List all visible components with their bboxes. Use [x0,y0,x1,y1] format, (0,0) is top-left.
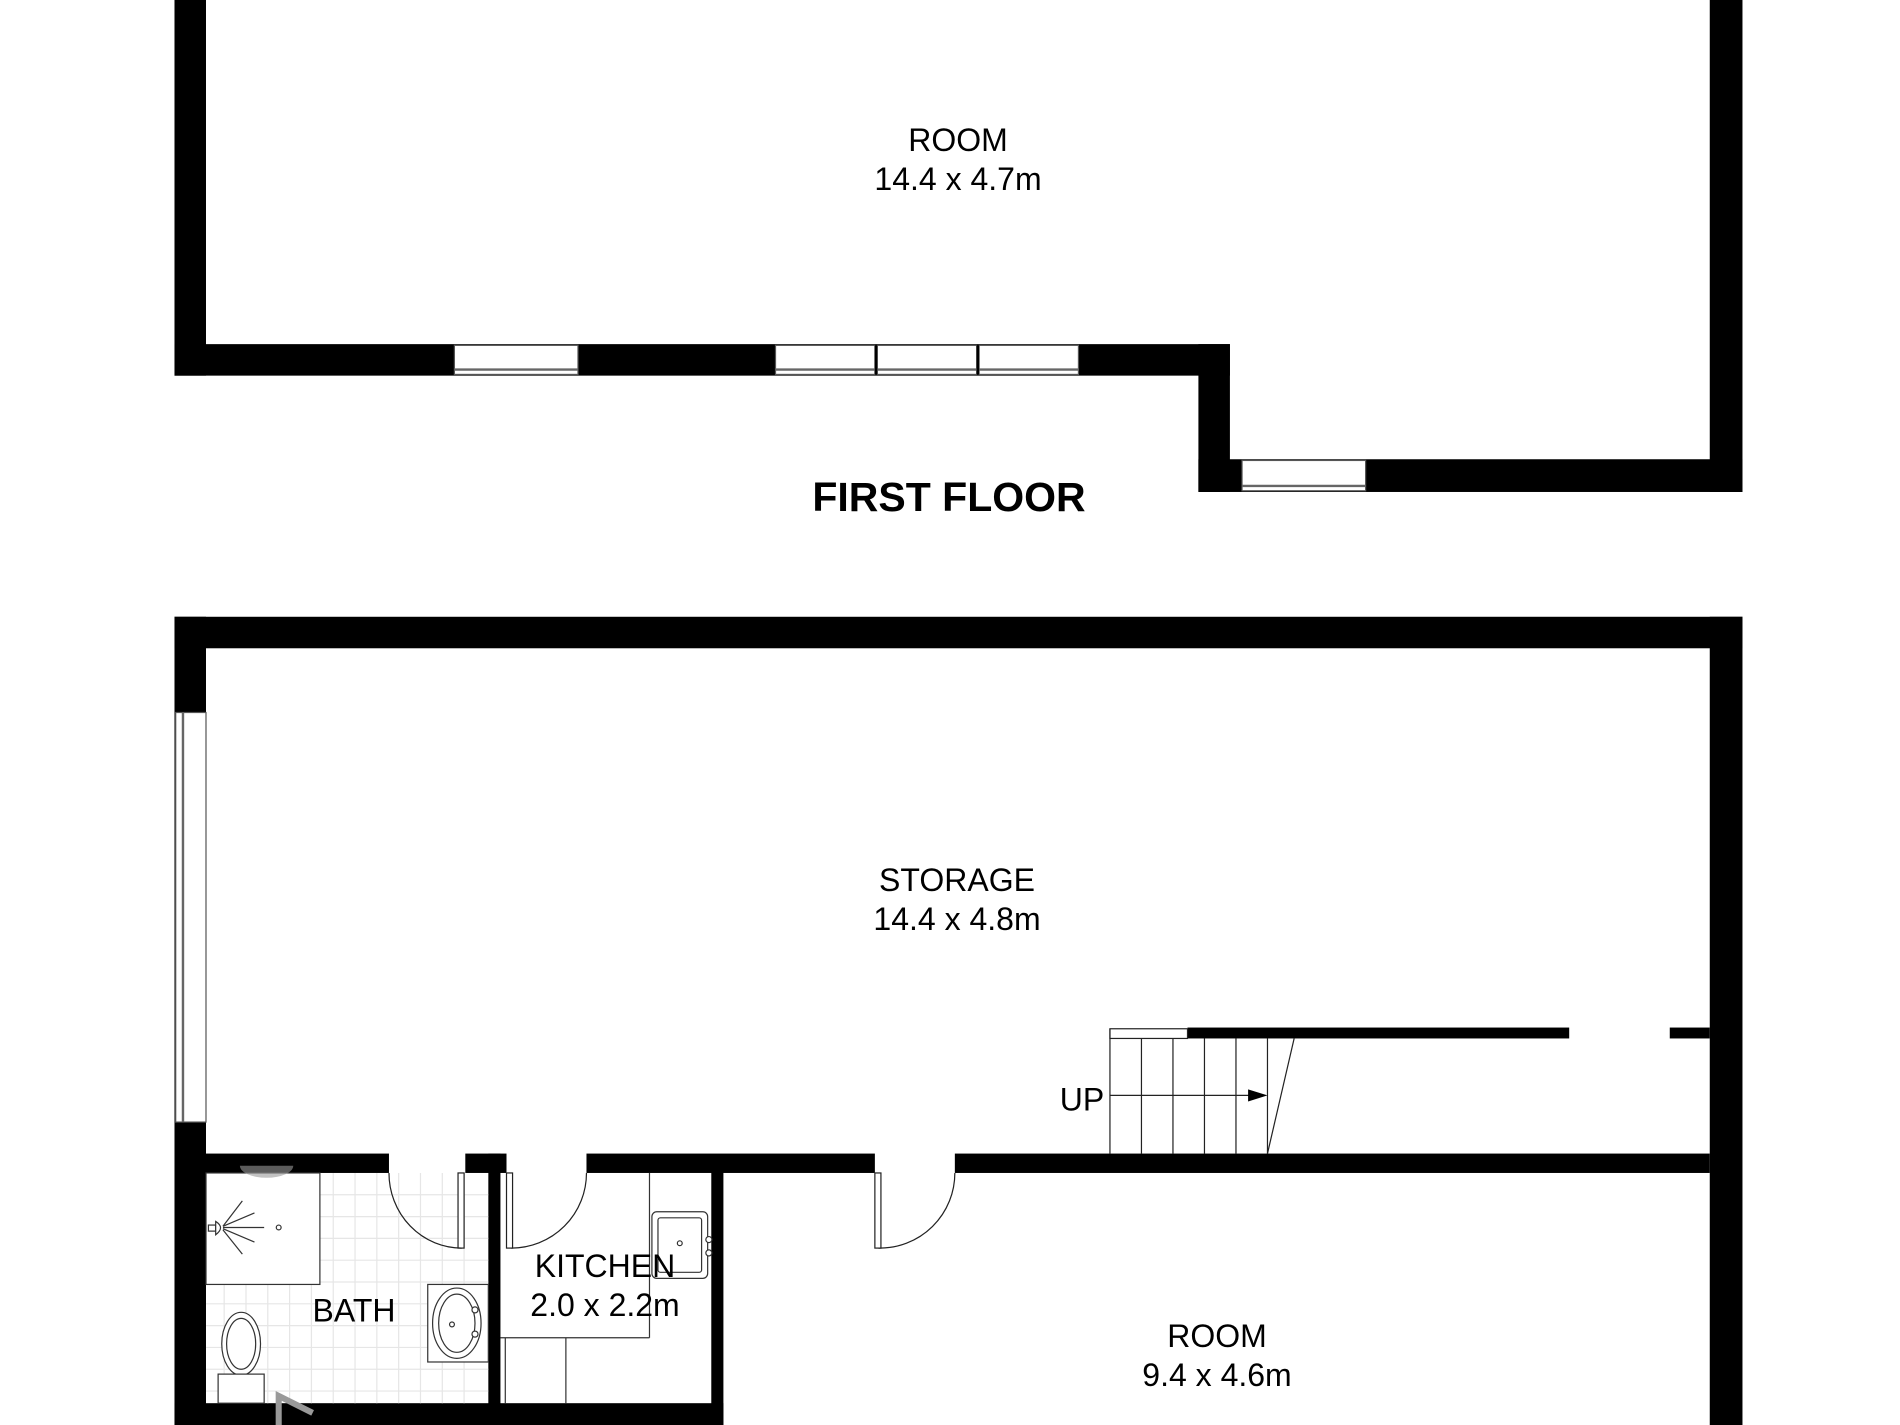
kitchen-counter [500,1172,651,1404]
watermark-mark [275,1391,314,1425]
wall [174,0,206,376]
room-name: STORAGE [879,861,1035,898]
door [874,1172,956,1249]
room-name: KITCHEN [534,1247,676,1284]
wall [205,1153,389,1173]
window [774,344,1080,376]
sink-icon [427,1283,489,1363]
arrow-right-icon [1248,1089,1268,1102]
wall [1187,1027,1570,1039]
toilet-icon [217,1311,265,1404]
room-label-kitchen: KITCHEN 2.0 x 2.2m [530,1247,679,1325]
wall [711,1165,724,1425]
room-label-bath: BATH [312,1292,396,1329]
room-dimensions: 14.4 x 4.7m [874,161,1042,197]
room-dimensions: 9.4 x 4.6m [1142,1357,1292,1393]
wall [488,1153,501,1425]
room-name: ROOM [908,121,1008,158]
wall [1669,1027,1710,1039]
room-label-storage: STORAGE 14.4 x 4.8m [873,861,1040,939]
window [175,711,207,1123]
wall [174,1403,724,1425]
wall [954,1153,1710,1173]
window [1241,459,1367,492]
wall [1709,616,1743,1425]
room-dimensions: 2.0 x 2.2m [530,1287,680,1323]
staircase [1109,1028,1295,1154]
room-name: ROOM [1167,1317,1267,1354]
kitchen-sink-icon [651,1211,713,1279]
first-floor [174,0,1743,492]
wall [174,616,1743,649]
room-dimensions: 14.4 x 4.8m [873,901,1041,937]
wall [586,1153,875,1173]
door [388,1172,465,1249]
floor-title: FIRST FLOOR [812,473,1086,520]
door [505,1172,588,1249]
room-label-room: ROOM 9.4 x 4.6m [1142,1317,1291,1395]
shower-icon [205,1165,321,1286]
ground-floor [174,616,1743,1425]
stair-up-label: UP [1059,1081,1105,1118]
room-label-first-floor-room: ROOM 14.4 x 4.7m [874,121,1041,199]
window [453,344,579,376]
wall [1709,0,1743,492]
